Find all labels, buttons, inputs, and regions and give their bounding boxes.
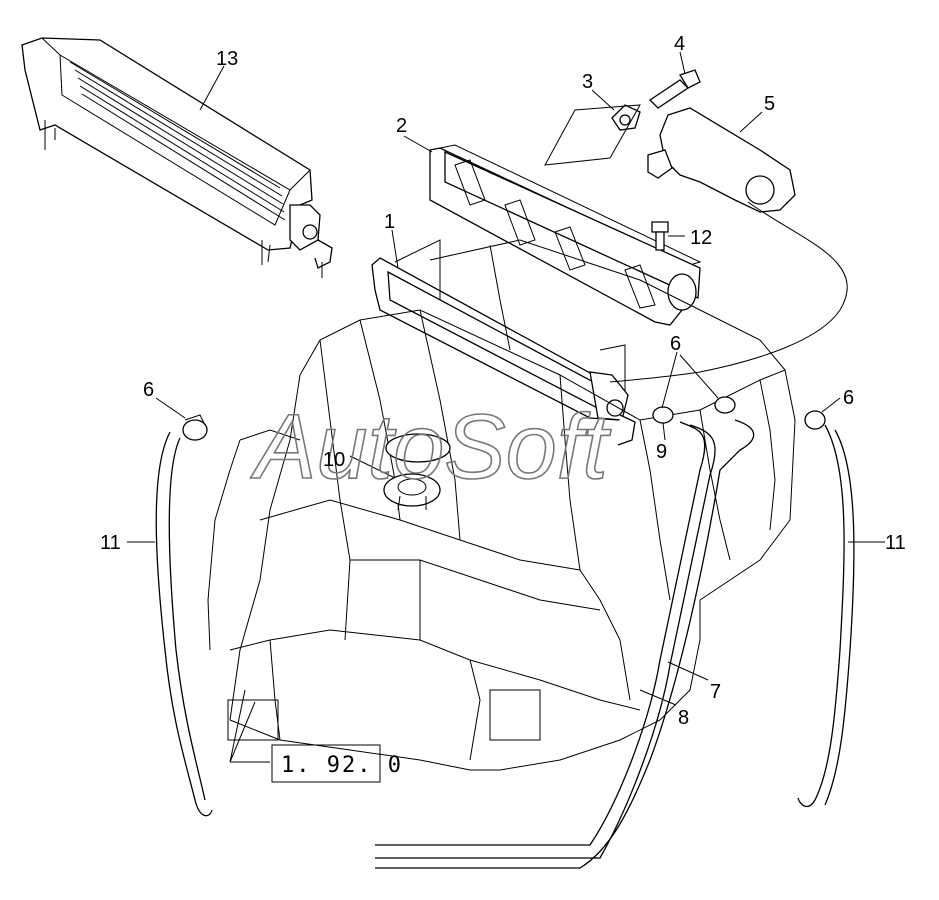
part-3-nut [611,104,641,131]
callout-12: 12 [690,227,712,249]
callout-8: 8 [678,707,689,729]
callout-4: 4 [674,33,685,55]
part-6-hose-clamp-right [804,410,826,430]
callout-11-left: 11 [100,532,121,554]
callout-6-left: 6 [143,379,154,401]
part-7-8-pipes [375,419,755,869]
part-5-actuator [609,107,848,383]
callout-6-center: 6 [670,333,681,355]
part-6-hose-clamp-left [182,414,208,441]
callout-9: 9 [656,441,667,463]
callout-1: 1 [384,211,395,233]
reference-box: 1. 92. 0 [271,744,403,783]
part-12-bolt [651,221,669,251]
reference-box-label: 1. 92. 0 [281,753,403,778]
callout-6-right: 6 [843,387,854,409]
callout-13: 13 [216,48,238,70]
callout-7: 7 [710,681,721,703]
callout-labels: 13 2 1 3 4 5 12 6 6 6 9 10 11 11 7 8 [100,33,906,729]
part-13-heater-radiator [21,37,333,278]
watermark: AutoSoft [250,396,611,498]
part-4-screw [648,69,701,109]
callout-5: 5 [764,93,775,115]
part-1-heater-core [371,239,636,446]
part-10-fan [383,433,451,511]
callout-11-right: 11 [885,532,906,554]
cab-frame [207,239,796,771]
part-11-hose-right [797,424,855,808]
callout-3: 3 [582,71,593,93]
leader-lines [127,51,885,763]
part-6-hose-clamp-center [652,396,736,424]
callout-2: 2 [396,115,407,137]
part-2-blower-assembly [429,144,702,326]
callout-10: 10 [323,449,345,471]
part-11-hose-left [155,431,213,817]
